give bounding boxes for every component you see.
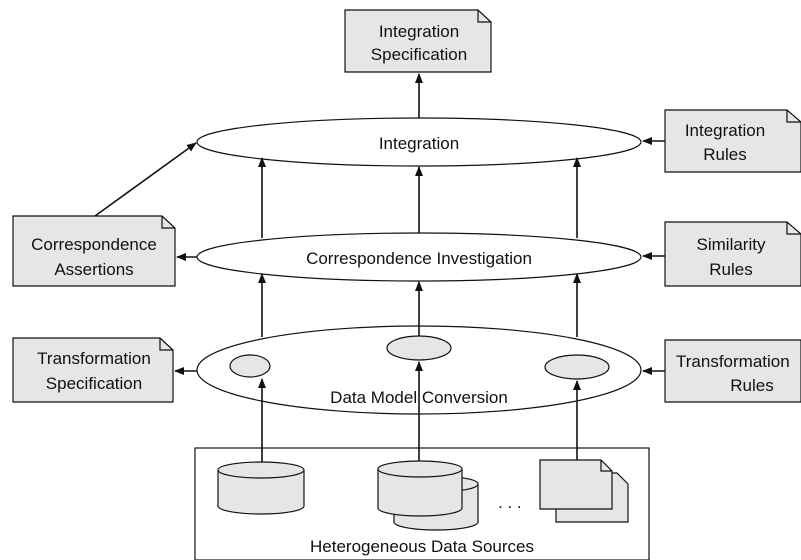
correspondence-investigation-label: Correspondence Investigation [306, 249, 532, 268]
integration-rules-doc: Integration Rules [664, 109, 801, 173]
integration-specification-line2: Specification [371, 45, 467, 64]
integration-specification-line1: Integration [379, 22, 459, 41]
document-files-icon [539, 459, 629, 523]
local-model-right [544, 354, 610, 380]
flow-arrows [94, 73, 665, 462]
multiple-databases-icon [377, 460, 479, 531]
integration-rules-line1: Integration [685, 121, 765, 140]
transformation-rules-doc: Transformation Rules [664, 339, 801, 403]
correspondence-assertions-line1: Correspondence [31, 235, 157, 254]
local-model-center [386, 335, 452, 361]
transformation-specification-line2: Specification [46, 374, 142, 393]
integration-label: Integration [379, 134, 459, 153]
similarity-rules-line2: Rules [709, 260, 752, 279]
similarity-rules-line1: Similarity [697, 235, 766, 254]
transformation-rules-line1: Transformation [676, 352, 790, 371]
arrow-assertions-to-integration [94, 142, 197, 217]
local-model-left [229, 354, 271, 378]
integration-rules-line2: Rules [703, 145, 746, 164]
transformation-rules-line2: Rules [730, 376, 773, 395]
transformation-specification-doc: Transformation Specification [12, 337, 174, 403]
data-sources-label: Heterogeneous Data Sources [310, 537, 534, 556]
correspondence-assertions-doc: Correspondence Assertions [12, 215, 176, 287]
more-sources-ellipsis: . . . [498, 493, 522, 512]
integration-specification-doc: Integration Specification [344, 9, 492, 73]
transformation-specification-line1: Transformation [37, 349, 151, 368]
database-icon [217, 461, 305, 515]
similarity-rules-doc: Similarity Rules [664, 221, 801, 287]
correspondence-assertions-line2: Assertions [54, 260, 133, 279]
